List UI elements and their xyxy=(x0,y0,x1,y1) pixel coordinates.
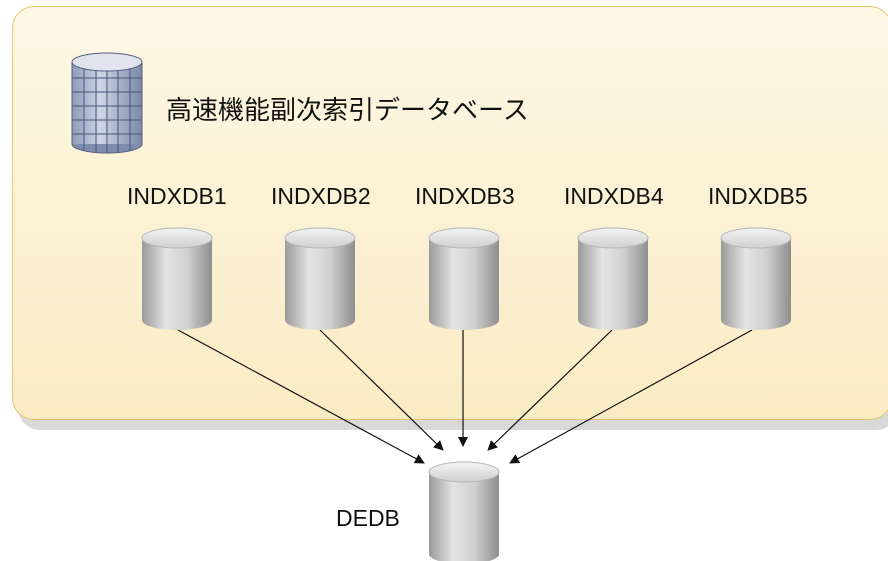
indxdb2-label: INDXDB2 xyxy=(271,183,371,209)
indxdb3-label: INDXDB3 xyxy=(415,183,515,209)
indxdb1-label: INDXDB1 xyxy=(127,183,227,209)
group-title: 高速機能副次索引データベース xyxy=(166,96,529,126)
arrow-indxdb2-to-dedb xyxy=(319,329,444,451)
database-grid-icon xyxy=(71,52,143,154)
indxdb4-cylinder-icon xyxy=(577,227,649,330)
indxdb5-cylinder-icon xyxy=(720,227,792,330)
arrow-indxdb1-to-dedb xyxy=(177,329,425,464)
indxdb3-cylinder-icon xyxy=(428,227,500,330)
indxdb4-label: INDXDB4 xyxy=(564,183,664,209)
index-database-group xyxy=(12,6,888,420)
arrow-group xyxy=(177,329,753,464)
dedb-cylinder-icon xyxy=(428,461,500,561)
arrow-indxdb5-to-dedb xyxy=(509,329,753,464)
arrow-indxdb4-to-dedb xyxy=(487,329,613,451)
database-cylinders xyxy=(141,227,792,561)
indxdb5-label: INDXDB5 xyxy=(708,183,808,209)
dedb-label: DEDB xyxy=(336,505,400,531)
indxdb1-cylinder-icon xyxy=(141,227,213,330)
indxdb2-cylinder-icon xyxy=(284,227,356,330)
